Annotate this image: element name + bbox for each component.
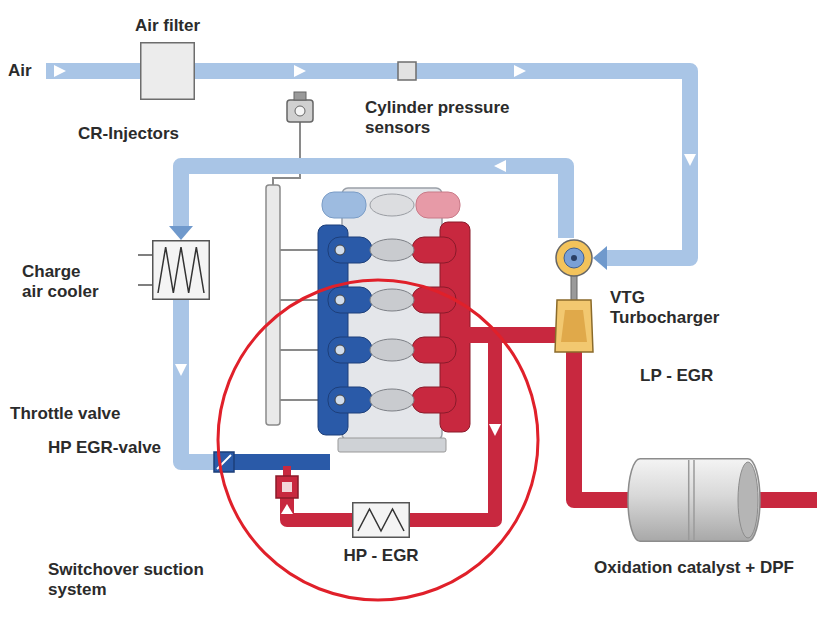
component-label: Oxidation catalyst + DPF [594, 558, 794, 578]
turbine-wheel [561, 310, 587, 342]
rear-exhaust-runner [416, 192, 460, 218]
heat-exchanger-symbol [358, 509, 404, 531]
fuel-rail [266, 185, 280, 425]
egr-valve-stub [283, 466, 291, 478]
flow-arrow [494, 160, 506, 172]
intake-manifold [318, 225, 348, 435]
throttle-flap [217, 455, 231, 469]
compressor-hub [571, 255, 577, 261]
intake-runner [328, 287, 372, 313]
pipe-connector [195, 71, 690, 258]
cylinder [370, 339, 414, 361]
exhaust-runner [412, 387, 456, 413]
cylinder [370, 239, 414, 261]
component-shape [352, 502, 410, 538]
component-shape [628, 458, 760, 542]
injector-nozzle [335, 295, 345, 305]
exhaust-pipe [455, 327, 556, 343]
coolant-stub [138, 255, 152, 285]
intake-runner [328, 387, 372, 413]
turbo-shaft [571, 274, 577, 302]
turbine-housing [555, 300, 593, 352]
component-label: HP - EGR [343, 546, 418, 566]
component-shape [152, 240, 210, 300]
flow-arrow [514, 65, 526, 77]
heat-exchanger-symbol [158, 247, 204, 293]
component-label: Charge air cooler [22, 262, 104, 303]
part-label: Switchover suction system [48, 560, 223, 601]
cylinder-pressure-sensor [398, 62, 416, 80]
part-label: CR-Injectors [78, 124, 179, 144]
injector-pump-cap [294, 92, 306, 100]
component-shape [140, 42, 195, 100]
hp-egr-valve-core [282, 482, 292, 492]
catalyst-divider [689, 460, 694, 540]
filter-box [141, 43, 195, 100]
air-filter: Air filter [140, 42, 195, 100]
cylinder [370, 389, 414, 411]
highlight-circle [218, 280, 538, 600]
hp-egr-pipe [287, 335, 495, 520]
injector-pump-body [287, 100, 313, 122]
intake-runner [328, 337, 372, 363]
part-label: LP - EGR [640, 366, 713, 386]
pipe-connector [574, 352, 628, 500]
injector-pump-gauge [295, 106, 305, 116]
intake-pipe [234, 454, 330, 470]
throttle-valve [214, 452, 234, 472]
flow-arrow [54, 65, 66, 77]
component-label: Air filter [135, 16, 200, 36]
fuel-line [273, 122, 300, 185]
compressor-wheel [564, 248, 584, 268]
exhaust-manifold [440, 222, 470, 432]
injector-nozzle [335, 245, 345, 255]
engine-base [338, 438, 446, 452]
air-inlet-pipe [46, 63, 140, 79]
cooler-box [353, 503, 410, 538]
exhaust-runner [412, 287, 456, 313]
fuel-line [280, 250, 336, 400]
exhaust-runner [412, 337, 456, 363]
exhaust-runner [412, 237, 456, 263]
cylinder [370, 289, 414, 311]
part-label: Cylinder pressure sensors [365, 98, 545, 139]
catalyst-housing [628, 459, 760, 542]
intake-runner [328, 237, 372, 263]
flow-arrow [294, 65, 306, 77]
cooler-box [153, 241, 210, 300]
egr-cooler: HP - EGR [352, 502, 410, 538]
hp-egr-valve [276, 476, 298, 498]
part-label: HP EGR-valve [48, 438, 161, 458]
pipe-connector [181, 166, 566, 238]
part-label: Air [8, 61, 32, 81]
injector-nozzle [335, 345, 345, 355]
rear-intake-runner [322, 192, 366, 218]
part-label: Throttle valve [10, 404, 121, 424]
catalyst-dpf: Oxidation catalyst + DPF [628, 458, 760, 542]
component-shape [555, 238, 593, 352]
flow-arrow [684, 154, 696, 166]
compressor-housing [556, 240, 592, 276]
charge-air-pipe [181, 300, 214, 462]
catalyst-end-cap [738, 462, 758, 538]
flow-arrow [489, 424, 501, 436]
engine-block [342, 188, 442, 440]
component-label: VTG Turbocharger [610, 288, 730, 329]
flow-arrow [281, 504, 293, 514]
flow-arrow [175, 364, 187, 376]
rear-cylinder [370, 194, 414, 216]
tail-pipe [758, 492, 817, 508]
injector-nozzle [335, 395, 345, 405]
charge-air-cooler: Charge air cooler [152, 240, 210, 300]
turbocharger: VTG Turbocharger [555, 238, 593, 352]
